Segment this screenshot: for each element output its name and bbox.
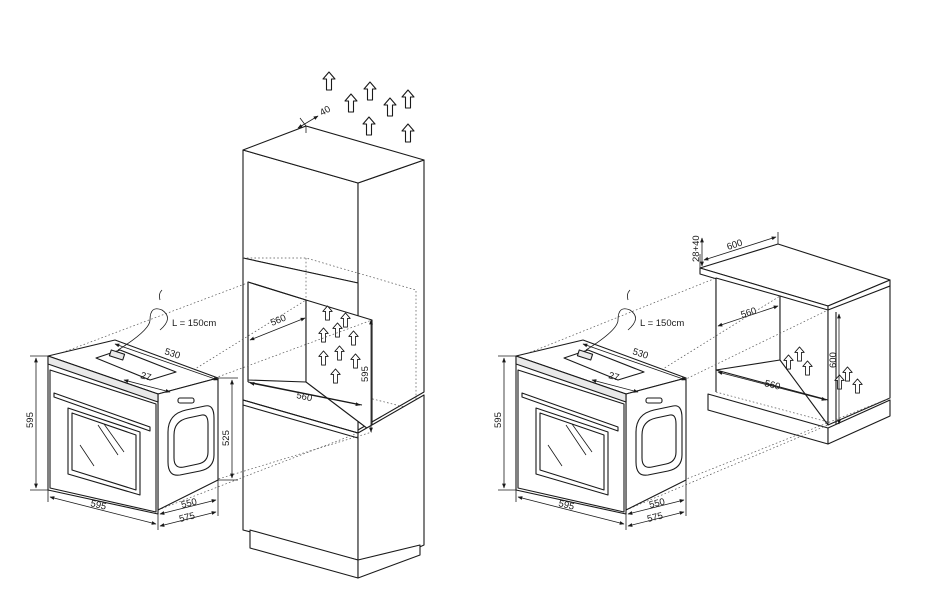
cable-length-label-left: L = 150cm xyxy=(172,318,216,329)
dim-niche-depth: 560 xyxy=(249,381,361,407)
cable-length-label-right: L = 150cm xyxy=(640,318,684,329)
dim-under-niche-width: 560 xyxy=(717,305,779,327)
up-arrow-icon xyxy=(362,116,376,136)
dim-body-height-label: 525 xyxy=(221,430,232,446)
oven-left: L = 150cm xyxy=(47,289,219,515)
under-counter-installation: 28+40 600 560 560 600 xyxy=(493,232,891,530)
up-arrow-icon xyxy=(383,97,397,117)
up-arrow-icon xyxy=(322,71,336,91)
dim-under-niche-height: 600 xyxy=(828,313,841,425)
dim-oven-height-label: 595 xyxy=(25,412,36,428)
up-arrow-icon xyxy=(344,93,358,113)
power-cable-icon xyxy=(117,308,168,351)
dim-vent-gap: 40 xyxy=(297,104,333,129)
tall-cabinet xyxy=(242,125,425,579)
dim-body-height: 525 xyxy=(218,377,238,481)
dim-body-depth-label: 550 xyxy=(180,496,198,511)
dim-oven-height: 595 xyxy=(25,355,48,491)
dim-under-total-depth-label: 575 xyxy=(646,510,664,525)
up-arrow-icon xyxy=(401,89,415,109)
dim-cabinet-depth-label: 600 xyxy=(726,237,744,252)
dim-top-gap-label: 28+40 xyxy=(691,235,702,262)
dim-panel-offset-label: 27 xyxy=(139,370,152,383)
dim-under-body-depth: 550 575 xyxy=(627,480,687,527)
dim-under-niche-depth-label: 560 xyxy=(763,378,781,393)
dim-under-oven-height-label: 595 xyxy=(493,412,504,428)
dim-under-oven-width-label: 595 xyxy=(557,498,575,513)
dim-oven-width: 595 xyxy=(47,490,159,530)
dim-under-oven-height: 595 xyxy=(493,355,516,491)
under-counter-cabinet xyxy=(699,243,891,445)
dim-cabinet-depth: 600 xyxy=(699,232,779,268)
tall-unit-installation: 40 560 560 595 xyxy=(25,71,425,579)
projection-lines-right xyxy=(515,277,891,511)
power-cable-icon xyxy=(585,308,636,351)
dim-under-oven-depth-label: 530 xyxy=(631,346,649,361)
dim-under-niche-width-label: 560 xyxy=(740,305,758,320)
dim-panel-offset: 27 xyxy=(123,370,171,393)
dim-oven-width-label: 595 xyxy=(89,498,107,513)
up-arrow-icon xyxy=(363,81,377,101)
oven-right: L = 150cm xyxy=(515,289,687,515)
projection-lines-left xyxy=(47,281,373,511)
dim-under-oven-width: 595 xyxy=(515,490,627,530)
dim-under-body-depth-label: 550 xyxy=(648,496,666,511)
dim-body-depth: 550 575 xyxy=(159,480,219,527)
dim-under-panel-offset-label: 27 xyxy=(607,370,620,383)
dim-niche-height-label: 595 xyxy=(360,366,371,382)
dim-under-panel-offset: 27 xyxy=(591,370,639,393)
up-arrow-icon xyxy=(401,123,415,143)
dim-total-depth-label: 575 xyxy=(178,510,196,525)
dim-oven-depth-label: 530 xyxy=(163,346,181,361)
dim-under-oven-depth: 530 xyxy=(582,343,687,381)
dim-under-niche-height-label: 600 xyxy=(828,352,839,368)
airflow-arrows-top xyxy=(322,71,415,143)
dim-niche-depth-label: 560 xyxy=(295,390,313,404)
dim-niche-height: 595 xyxy=(360,319,373,433)
dim-vent-gap-label: 40 xyxy=(318,104,333,119)
dim-oven-depth: 530 xyxy=(114,343,219,381)
dim-under-niche-depth: 560 xyxy=(717,371,827,401)
dim-top-gap: 28+40 xyxy=(691,235,704,267)
